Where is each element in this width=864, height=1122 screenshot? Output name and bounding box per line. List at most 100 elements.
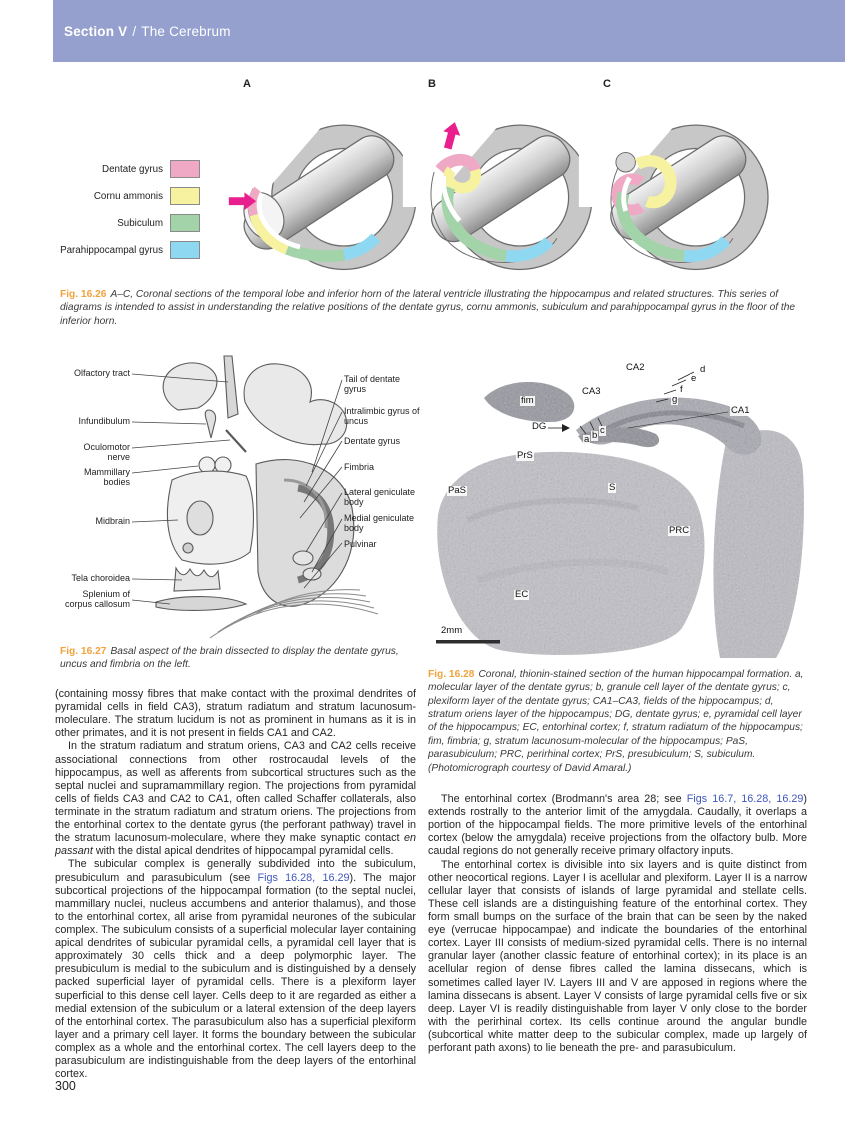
magenta-arrow-b — [443, 122, 461, 150]
colored-cortex-band — [430, 153, 558, 263]
fig27-caption-label: Fig. 16.27 — [60, 646, 107, 657]
paragraph: The entorhinal cortex (Brodmann's area 2… — [428, 793, 807, 859]
legend-row-dentate-gyrus: Dentate gyrus — [58, 160, 200, 178]
fig28-caption-text: Coronal, thionin-stained section of the … — [428, 669, 804, 774]
paragraph: The subicular complex is generally subdi… — [55, 858, 416, 1081]
label-tela-choroidea: Tela choroidea — [71, 573, 130, 583]
fig27-brain-drawing — [131, 355, 379, 639]
cross-reference-link[interactable]: Figs 16.7, 16.28, 16.29 — [686, 793, 804, 805]
label-fim: fim — [520, 395, 535, 406]
label-a: a — [583, 434, 591, 445]
label-medial-geniculate: Medial geniculate body — [344, 513, 415, 534]
paragraph: The entorhinal cortex is divisible into … — [428, 859, 807, 1056]
tissue-noise-texture — [437, 382, 804, 659]
label-prs: PrS — [516, 450, 534, 461]
label-dentate-gyrus: Dentate gyrus — [344, 436, 401, 446]
cross-reference-link[interactable]: Figs 16.28, 16.29 — [257, 871, 350, 884]
colored-cortex-band — [610, 151, 734, 263]
label-olfactory-tract: Olfactory tract — [73, 368, 130, 378]
text-segment: In the stratum radiatum and stratum orie… — [55, 740, 416, 845]
legend-label: Dentate gyrus — [102, 163, 163, 175]
fig26-panel-letter-c: C — [603, 78, 611, 90]
label-pulvinar: Pulvinar — [344, 539, 377, 549]
fig26-panel-letter-a: A — [243, 78, 251, 90]
fig26-panel-letter-b: B — [428, 78, 436, 90]
label-d: d — [699, 364, 707, 375]
fig26-panel-a-diagram — [226, 92, 417, 271]
splenium-shape — [155, 596, 248, 611]
dg-arrowhead — [562, 424, 570, 432]
label-oculomotor-nerve: Oculomotor nerve — [83, 442, 130, 463]
label-ca2: CA2 — [625, 362, 646, 373]
leader-lines — [131, 373, 343, 605]
text-segment: with the distal apical dendrites of hipp… — [92, 845, 394, 858]
lateral-geniculate-shape — [292, 550, 314, 566]
label-e: e — [690, 373, 698, 384]
text-segment: (containing mossy fibres that make conta… — [55, 688, 416, 740]
fig27-caption-text: Basal aspect of the brain dissected to d… — [60, 646, 399, 671]
label-fimbria: Fimbria — [344, 462, 375, 472]
medial-geniculate-shape — [302, 567, 322, 581]
scale-bar-label: 2mm — [441, 625, 463, 636]
fimbria-shape — [283, 478, 328, 529]
legend-row-parahippocampal-gyrus: Parahippocampal gyrus — [58, 241, 200, 259]
cerebellum-striations — [209, 589, 379, 639]
label-b: b — [591, 430, 599, 441]
text-segment: The entorhinal cortex is divisible into … — [428, 858, 807, 1055]
legend-row-cornu-ammonis: Cornu ammonis — [58, 187, 200, 205]
label-intralimbic-gyrus: Intralimbic gyrus of uncus — [344, 406, 420, 427]
hippocampal-tube — [430, 135, 571, 243]
body-column-left: (containing mossy fibres that make conta… — [55, 688, 416, 1081]
label-dg: DG — [531, 421, 548, 432]
fig28-caption-label: Fig. 16.28 — [428, 669, 475, 680]
label-midbrain: Midbrain — [95, 516, 130, 526]
section-label: Section V — [64, 23, 128, 39]
text-segment: ). The major subcortical projections of … — [55, 871, 416, 1081]
paragraph: In the stratum radiatum and stratum orie… — [55, 740, 416, 858]
label-ca1: CA1 — [730, 405, 751, 416]
fig26-panel-b-diagram — [402, 92, 593, 271]
brain-outline-shapes — [155, 355, 355, 611]
label-prc: PRC — [668, 525, 691, 536]
section-divider: / — [132, 23, 137, 39]
text-segment: The entorhinal cortex (Brodmann's area 2… — [441, 793, 687, 805]
label-pas: PaS — [447, 485, 467, 496]
label-infundibulum: Infundibulum — [78, 416, 130, 426]
label-ec: EC — [514, 589, 530, 600]
fig26-caption-text: A–C, Coronal sections of the temporal lo… — [60, 289, 796, 327]
legend-swatch-pink — [170, 160, 200, 178]
pointer-lines — [548, 371, 729, 435]
fig26-caption-label: Fig. 16.26 — [60, 289, 107, 300]
text-segment: en passant — [55, 832, 416, 858]
fig27-figure: Olfactory tract Infundibulum Oculomotor … — [60, 352, 420, 643]
text-segment: The subicular complex is generally subdi… — [55, 858, 416, 884]
label-s: S — [608, 482, 617, 493]
infundibulum-shape — [204, 409, 217, 439]
legend-label: Subiculum — [117, 217, 163, 229]
fig26-panel-c-diagram — [578, 92, 769, 271]
label-ca3: CA3 — [581, 386, 602, 397]
body-column-right: The entorhinal cortex (Brodmann's area 2… — [428, 793, 807, 1055]
legend-label: Parahippocampal gyrus — [60, 244, 163, 256]
label-f: f — [679, 384, 684, 395]
text-segment: ) extends rostrally to the anterior limi… — [428, 793, 807, 858]
label-tail-of-dentate-gyrus: Tail of dentate gyrus — [344, 374, 401, 395]
legend-swatch-yellow — [170, 187, 200, 205]
legend-swatch-green — [170, 214, 200, 232]
label-mammillary-bodies: Mammillary bodies — [84, 467, 130, 488]
page-number: 300 — [55, 1079, 76, 1093]
fig28-figure: fim CA3 CA2 d e f g CA1 DG a b c PrS PaS… — [428, 350, 808, 662]
legend-swatch-blue — [170, 241, 200, 259]
oculomotor-nerve-shape — [225, 429, 247, 453]
temporal-lobe-shape — [255, 459, 355, 607]
section-title: The Cerebrum — [141, 23, 231, 39]
magenta-arrow-a — [228, 192, 257, 210]
scale-bar — [436, 640, 500, 644]
legend-label: Cornu ammonis — [93, 190, 163, 202]
fig28-photomicrograph — [436, 371, 804, 659]
label-g: g — [671, 394, 679, 405]
